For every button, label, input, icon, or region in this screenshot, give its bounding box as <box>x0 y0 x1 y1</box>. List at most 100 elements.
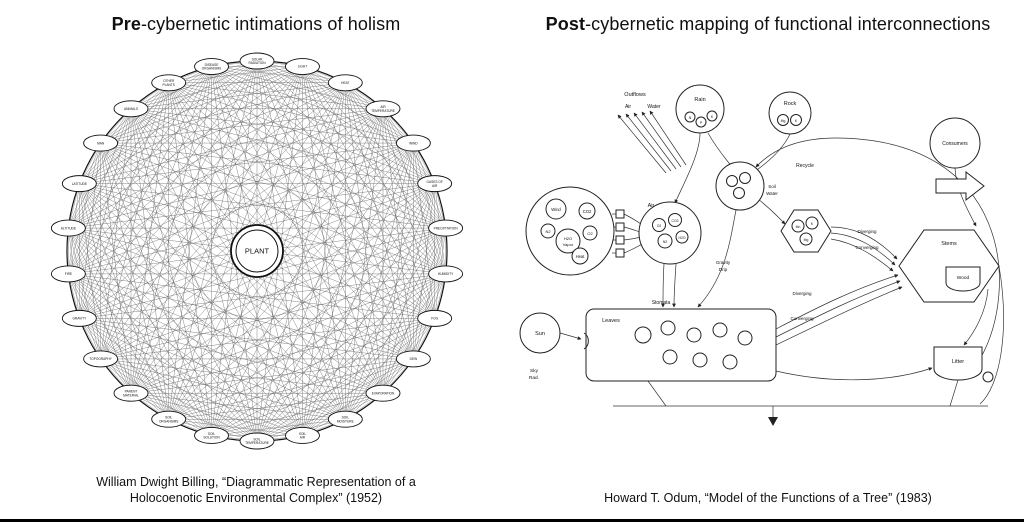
soil-water-label: Water <box>766 191 778 196</box>
diagram-labels: Outflows Air Water Rain N P K Rock Mg K … <box>529 92 970 381</box>
wood-tank <box>945 266 981 292</box>
gravity-label: Gravity <box>716 260 731 265</box>
svg-text:N2: N2 <box>663 240 667 244</box>
factor-node-label: LIGHT <box>297 65 306 69</box>
export-arrow <box>935 171 985 202</box>
factor-node-label: GRAVITY <box>72 317 87 321</box>
litter-label: Litter <box>952 359 964 365</box>
rock-node <box>768 91 812 135</box>
factor-node-label: ALTITUDE <box>60 227 75 231</box>
left-panel: Pre-cybernetic intimations of holism PLA… <box>50 14 463 507</box>
stomata-label: Stomata <box>652 300 671 306</box>
factor-node-label: HEAT <box>341 81 349 85</box>
diverging-top-label: Diverging <box>857 229 877 234</box>
svg-text:K: K <box>811 222 814 226</box>
svg-text:Mg: Mg <box>781 119 786 123</box>
diverging-mid-label: Diverging <box>792 291 812 296</box>
soil-label: Soil <box>768 184 776 189</box>
sun-node <box>519 312 561 354</box>
left-title: Pre-cybernetic intimations of holism <box>112 14 401 35</box>
converging-mid-label: Converging <box>790 316 814 321</box>
diagram-shapes <box>519 84 1000 383</box>
factor-node-label: DEW <box>409 357 416 361</box>
right-title-bold: Post <box>545 14 586 34</box>
left-caption: William Dwight Billing, “Diagrammatic Re… <box>96 474 416 507</box>
wood-label: Wood <box>957 275 970 281</box>
left-title-bold: Pre <box>111 14 141 34</box>
factor-node-label: HUMIDITY <box>437 272 453 276</box>
svg-text:Mg: Mg <box>804 238 809 242</box>
sun-label: Sun <box>535 331 545 337</box>
right-panel: Post-cybernetic mapping of functional in… <box>512 0 1024 532</box>
factor-node-label: PRECIPITATION <box>433 227 458 231</box>
left-caption-line1: William Dwight Billing, “Diagrammatic Re… <box>96 474 416 489</box>
water-column-label: Water <box>647 104 660 110</box>
plant-center-label: PLANT <box>244 247 269 256</box>
factor-node-label: EVAPORATION <box>371 392 394 396</box>
vapor-label: Vapor <box>563 242 574 247</box>
svg-text:K: K <box>711 115 714 119</box>
consumers-node <box>929 117 981 169</box>
svg-text:Mn: Mn <box>796 225 801 229</box>
outflows-label: Outflows <box>624 92 646 98</box>
svg-text:K: K <box>795 119 798 123</box>
svg-text:P: P <box>700 121 703 125</box>
factor-node-label: WIND <box>409 142 418 146</box>
stems-label: Stems <box>941 241 957 247</box>
odum-diagram-svg: Outflows Air Water Rain N P K Rock Mg K … <box>519 84 1004 427</box>
recycle-label: Recycle <box>796 163 814 169</box>
right-caption: Howard T. Odum, “Model of the Functions … <box>604 490 932 506</box>
consumers-label: Consumers <box>942 141 968 147</box>
soil-water-node <box>715 161 765 211</box>
n2-label: N2 <box>545 229 551 234</box>
co2-label: CO2 <box>583 209 592 214</box>
air-cluster-node <box>638 201 702 265</box>
left-title-rest: -cybernetic intimations of holism <box>140 14 401 34</box>
leaves-label: Leaves <box>602 318 620 324</box>
factor-node-label: MAN <box>97 142 105 146</box>
right-title: Post-cybernetic mapping of functional in… <box>546 14 991 35</box>
o2-label: O2 <box>587 231 593 236</box>
wind-label: Wind <box>551 207 561 212</box>
svg-text:CO2: CO2 <box>672 219 679 223</box>
factor-node-label: ANIMALS <box>124 107 138 111</box>
interaction-crescent <box>583 332 589 350</box>
air-label: Air <box>648 203 655 209</box>
right-title-rest: -cybernetic mapping of functional interc… <box>585 14 991 34</box>
sky-label: Sky <box>530 368 539 374</box>
roots-hexagon <box>780 209 832 253</box>
air-column-label: Air <box>625 104 631 110</box>
svg-text:H2O: H2O <box>679 236 686 240</box>
odum-figure: Outflows Air Water Rain N P K Rock Mg K … <box>512 35 1024 490</box>
h2o-label: H2O <box>564 236 572 241</box>
svg-text:O2: O2 <box>657 224 662 228</box>
rock-label: Rock <box>784 101 797 107</box>
factor-node-label: TOPOGRAPHY <box>89 357 112 361</box>
drip-label: Drip <box>719 267 728 272</box>
slide-bottom-rule <box>0 519 1024 522</box>
factor-node-label: LATITUDE <box>71 182 86 186</box>
converging-top-label: Converging <box>855 245 879 250</box>
factor-node-label: FIRE <box>64 272 71 276</box>
heat-label: Heat <box>576 254 586 259</box>
rain-label: Rain <box>694 97 705 103</box>
ground-arrow <box>768 417 778 427</box>
svg-text:N: N <box>689 116 692 120</box>
right-caption-line1: Howard T. Odum, “Model of the Functions … <box>604 490 932 505</box>
litter-tank <box>933 346 983 381</box>
rad-label: Rad. <box>529 375 539 381</box>
